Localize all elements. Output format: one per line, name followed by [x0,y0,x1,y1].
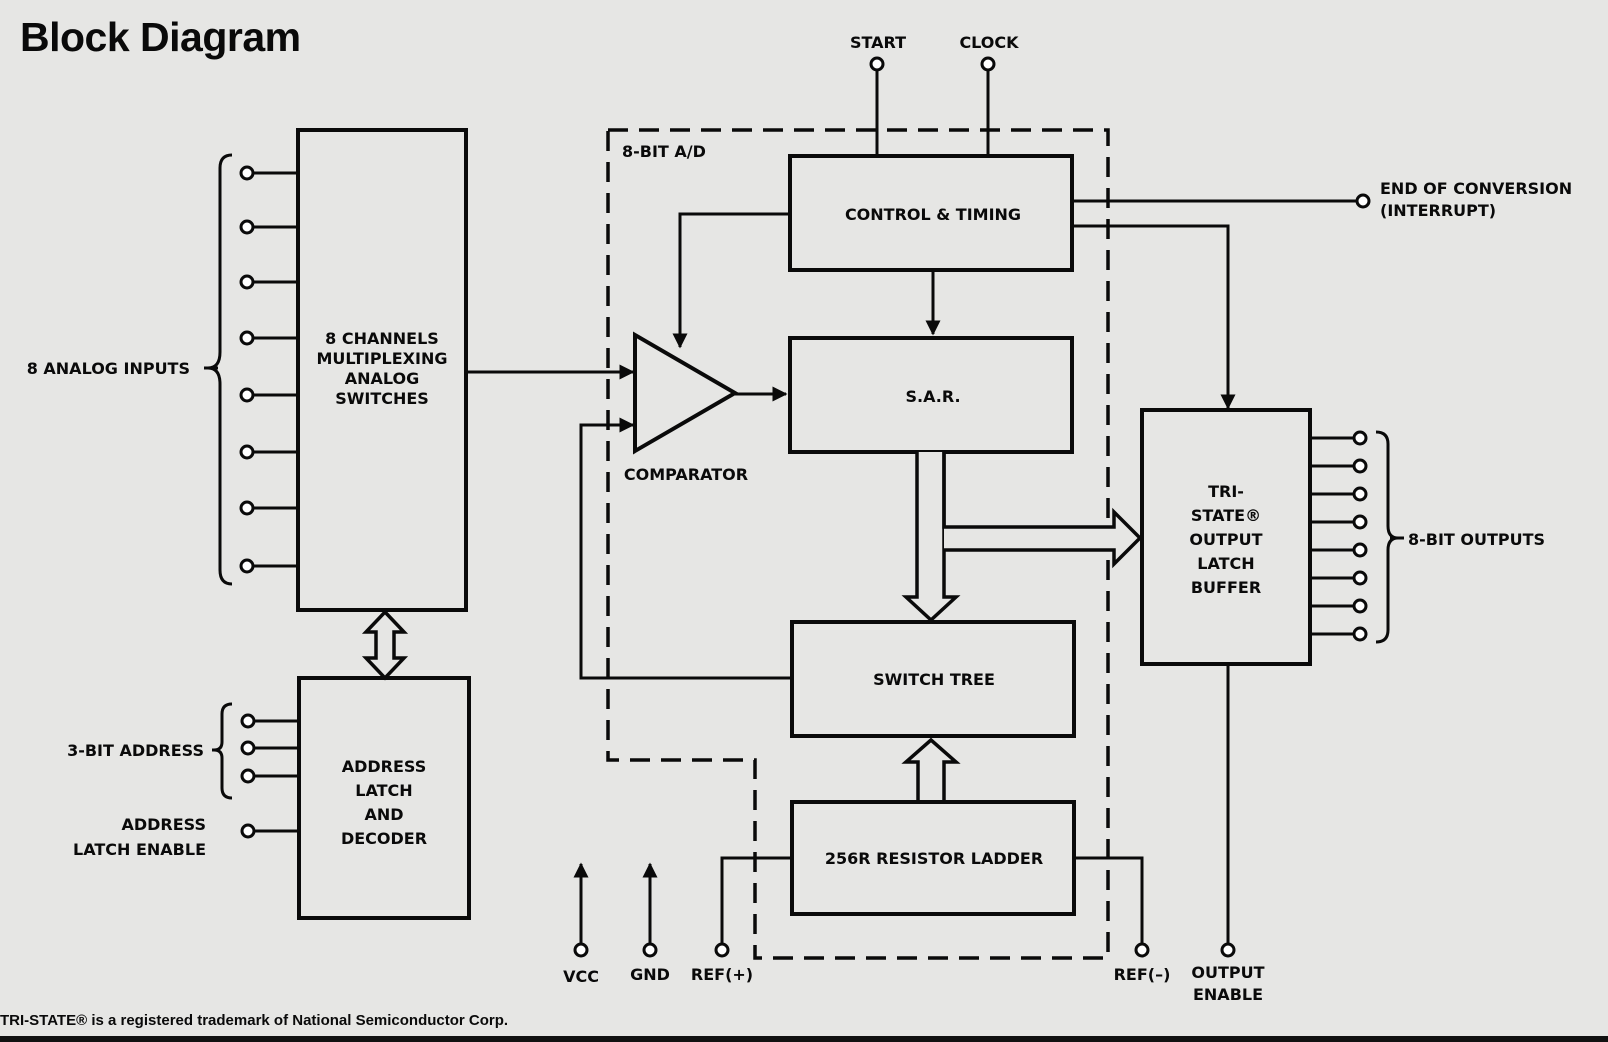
ref-plus-label: REF(+) [691,965,753,984]
output-pin [1352,542,1368,558]
clock-label: CLOCK [959,33,1019,52]
start-label: START [850,33,906,52]
end-of-conversion-pin [1355,193,1371,209]
output-buffer-label: TRI- STATE® OUTPUT LATCH BUFFER [1189,482,1262,597]
analog-input-pin [239,165,255,181]
address-pin [240,740,256,756]
output-pins [1310,430,1368,642]
comparator-symbol [633,331,739,455]
output-pin [1352,458,1368,474]
clock-pin [980,56,996,72]
mux-label-line: 8 CHANNELS [325,329,439,348]
analog-input-pin [239,330,255,346]
adc-region-label: 8-BIT A/D [622,142,706,161]
output-enable-label-line: ENABLE [1193,985,1263,1004]
resistor-ladder-label: 256R RESISTOR LADDER [825,849,1043,868]
address-latch-label-line: ADDRESS [342,757,427,776]
mux-label: 8 CHANNELS MULTIPLEXING ANALOG SWITCHES [317,329,448,408]
switch-tree-label: SWITCH TREE [873,670,995,689]
bottom-rule [0,1036,1608,1042]
ale-label-line: LATCH ENABLE [73,840,206,859]
ladder-switch-tree-bus [901,737,961,802]
output-pin [1352,598,1368,614]
analog-input-pin [239,500,255,516]
gnd-label: GND [630,965,670,984]
mux-block [296,128,468,612]
analog-input-pin [239,274,255,290]
trademark-footnote: TRI-STATE® is a registered trademark of … [0,1012,509,1029]
vcc-pin [573,942,589,958]
address-latch-block [297,676,471,920]
address-pin [240,713,256,729]
start-pin [869,56,885,72]
address-latch-label-line: AND [364,805,403,824]
page-title: Block Diagram [20,14,301,60]
sar-output-bus [942,452,1143,569]
output-pin [1352,570,1368,586]
output-pin [1352,430,1368,446]
output-buffer-block [1140,408,1312,666]
ale-label-line: ADDRESS [121,815,206,834]
switch-tree-block [790,620,1076,738]
vcc-label: VCC [563,967,599,986]
ref-plus-pin [714,942,730,958]
mux-label-line: SWITCHES [335,389,429,408]
address-pins [240,713,299,839]
output-enable-label-line: OUTPUT [1191,963,1264,982]
output-pin [1352,626,1368,642]
address-latch-label-line: DECODER [341,829,427,848]
address-pin [240,768,256,784]
analog-input-pin [239,444,255,460]
control-timing-label: CONTROL & TIMING [845,205,1021,224]
eoc-label-line: (INTERRUPT) [1380,201,1496,220]
ref-minus-label: REF(–) [1114,965,1171,984]
address-latch-label-line: LATCH [355,781,412,800]
output-buffer-label-line: TRI- [1208,482,1244,501]
eoc-label-line: END OF CONVERSION [1380,179,1572,198]
mux-label-line: MULTIPLEXING [317,349,448,368]
analog-inputs-label: 8 ANALOG INPUTS [27,359,190,378]
output-buffer-label-line: OUTPUT [1189,530,1262,549]
analog-input-pins [239,165,298,574]
address-latch-label: ADDRESS LATCH AND DECODER [341,757,427,848]
analog-input-pin [239,219,255,235]
mux-address-bus [361,609,409,681]
adc-region-boundary [606,128,1110,960]
ref-minus-pin [1134,942,1150,958]
gnd-pin [642,942,658,958]
output-enable-pin [1220,942,1236,958]
output-pin [1352,514,1368,530]
address-bits-label: 3-BIT ADDRESS [67,741,204,760]
sar-label: S.A.R. [905,387,960,406]
mux-label-line: ANALOG [345,369,420,388]
output-buffer-label-line: STATE® [1191,506,1261,525]
outputs-label: 8-BIT OUTPUTS [1408,530,1545,549]
output-buffer-label-line: LATCH [1197,554,1254,573]
output-buffer-label-line: BUFFER [1191,578,1261,597]
analog-input-pin [239,387,255,403]
ale-pin [240,823,256,839]
output-pin [1352,486,1368,502]
analog-input-pin [239,558,255,574]
comparator-label: COMPARATOR [624,465,748,484]
